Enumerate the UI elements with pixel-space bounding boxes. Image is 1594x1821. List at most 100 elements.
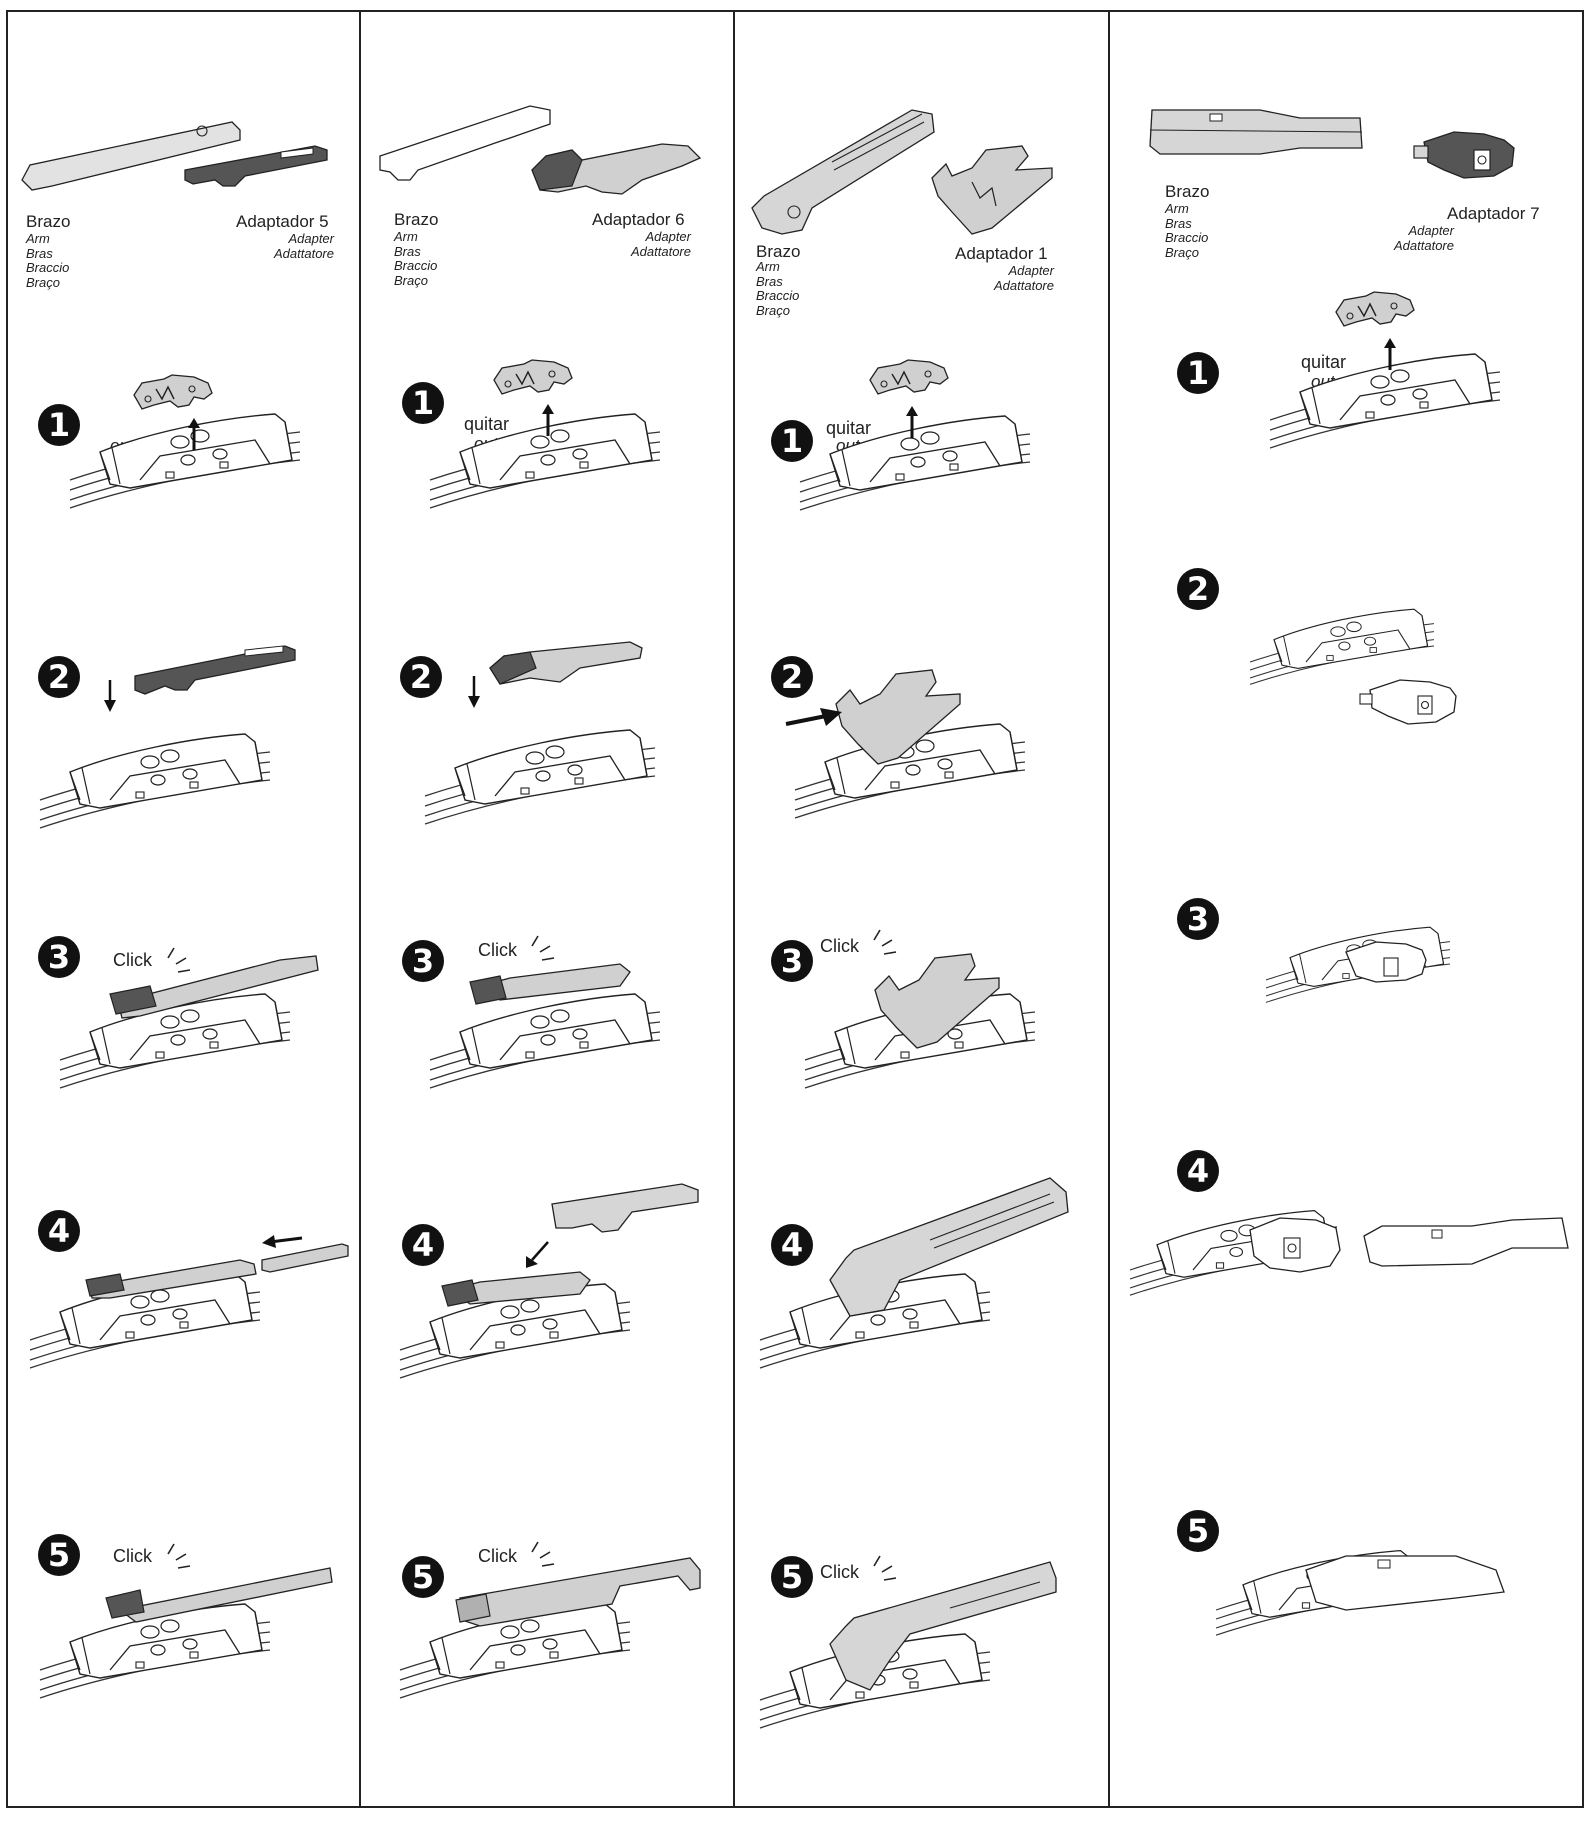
adapter-clip-removed (493, 359, 573, 395)
adapter-translation: Adapter (645, 229, 691, 244)
arm-illustration (379, 105, 551, 181)
click-sound-icon (531, 935, 555, 961)
adapter-label: Adaptador 7 (1447, 204, 1540, 223)
arm-translations: Arm Bras Braccio Braço (756, 259, 800, 318)
adapter-1-inserting (835, 669, 961, 765)
step-3-click-label: Click (820, 936, 859, 956)
adapter-translation: Adapter (1408, 223, 1454, 238)
step-4-badge: 4 (1177, 1150, 1219, 1192)
arm-illustration (21, 121, 241, 191)
adapter-1-illustration (931, 145, 1053, 235)
adapter-7-inserting (1359, 679, 1457, 725)
step-3-click-label: Click (113, 950, 152, 970)
step-2-illustration (39, 733, 271, 829)
adapter-translation: Adapter (1008, 263, 1054, 278)
up-arrow-icon (540, 402, 556, 438)
arm-translation: Braccio (26, 260, 70, 275)
adapter-6-illustration (531, 143, 702, 195)
step-5-badge: 5 (402, 1556, 444, 1598)
up-arrow-icon (1382, 336, 1398, 372)
step-2-badge: 2 (771, 656, 813, 698)
arm-illustration (751, 109, 935, 235)
step-5-badge: 5 (1177, 1510, 1219, 1552)
step-3-illustration (804, 953, 1036, 1089)
step-5-illustration (39, 1567, 333, 1699)
step-2-badge: 2 (400, 656, 442, 698)
adapter-5-lowering (134, 645, 296, 695)
arm-lowering (551, 1183, 699, 1233)
step-2-badge: 2 (1177, 568, 1219, 610)
arm-translation: Bras (1165, 215, 1192, 231)
step-2-badge: 2 (38, 656, 80, 698)
down-arrow-icon (526, 1241, 549, 1268)
arm-translation: Braço (756, 302, 790, 318)
adapter-5-illustration (184, 145, 328, 187)
left-arrow-icon (262, 1235, 303, 1248)
adapter-label: Adaptador 1 (955, 244, 1048, 263)
column-divider-3 (1108, 10, 1110, 1808)
adapter-7-illustration (1413, 131, 1515, 179)
step-5-illustration (399, 1557, 701, 1699)
step-2-illustration (424, 729, 656, 825)
down-arrow-icon (468, 676, 480, 708)
arm-translations: Arm Bras Braccio Braço (1165, 201, 1209, 260)
arm-label: Brazo (394, 210, 439, 229)
click-sound-icon (531, 1541, 555, 1567)
step-3-illustration (1265, 926, 1451, 1003)
step-1-quitar-label: quitar (1301, 352, 1347, 372)
step-1-badge: 1 (1177, 352, 1219, 394)
column-divider-1 (359, 10, 361, 1808)
arm-translation: Braccio (1165, 230, 1209, 245)
arm-translation: Arm (26, 231, 50, 246)
arm-translation: Bras (394, 243, 421, 259)
step-4-illustration (1129, 1209, 1341, 1296)
adapter-translations: Adapter Adattatore (994, 263, 1054, 293)
adapter-translations: Adapter Adattatore (631, 229, 691, 259)
step-1-badge: 1 (38, 404, 80, 446)
step-3-illustration (429, 963, 661, 1089)
arm-translation: Braço (394, 272, 428, 288)
step-4-badge: 4 (771, 1224, 813, 1266)
up-arrow-icon (904, 404, 920, 440)
step-4-illustration (759, 1177, 1069, 1369)
arm-translation: Bras (26, 245, 53, 261)
step-1-quitar-label: quitar (464, 414, 510, 434)
step-4-illustration (399, 1271, 631, 1379)
adapter-translation: Adattatore (1394, 237, 1454, 253)
adapter-label: Adaptador 6 (592, 210, 685, 229)
step-4-badge: 4 (402, 1224, 444, 1266)
step-3-badge: 3 (771, 940, 813, 982)
arm-translation: Arm (1165, 201, 1189, 216)
step-1-quitar-label: quitar (826, 418, 872, 438)
adapter-translations: Adapter Adattatore (1394, 223, 1454, 253)
click-sound-icon (167, 947, 191, 973)
step-4-illustration (29, 1259, 261, 1369)
adapter-translation: Adattatore (994, 277, 1054, 293)
step-1-badge: 1 (402, 382, 444, 424)
step-5-click-label: Click (113, 1546, 152, 1566)
arm-translation: Braço (1165, 244, 1199, 260)
step-1-badge: 1 (771, 420, 813, 462)
right-arrow-icon (785, 708, 842, 726)
arm-translation: Arm (394, 229, 418, 244)
arm-translations: Arm Bras Braccio Braço (394, 229, 437, 288)
step-5-illustration (1215, 1549, 1505, 1636)
arm-7-inserting (1363, 1217, 1569, 1267)
step-3-badge: 3 (1177, 898, 1219, 940)
adapter-translation: Adattatore (274, 245, 334, 261)
step-5-click-label: Click (820, 1562, 859, 1582)
column-divider-2 (733, 10, 735, 1808)
arm-translation: Braccio (756, 288, 800, 303)
arm-inserting (261, 1243, 349, 1273)
step-5-badge: 5 (38, 1534, 80, 1576)
adapter-translation: Adattatore (631, 243, 691, 259)
arm-translation: Arm (756, 259, 780, 274)
step-5-badge: 5 (771, 1556, 813, 1598)
arm-label: Brazo (1165, 182, 1210, 201)
arm-translations: Arm Bras Braccio Braço (26, 231, 70, 290)
step-4-badge: 4 (38, 1210, 80, 1252)
adapter-clip-removed (1335, 291, 1415, 327)
step-3-illustration (59, 955, 319, 1089)
step-3-badge: 3 (402, 940, 444, 982)
adapter-clip-removed (133, 374, 213, 410)
